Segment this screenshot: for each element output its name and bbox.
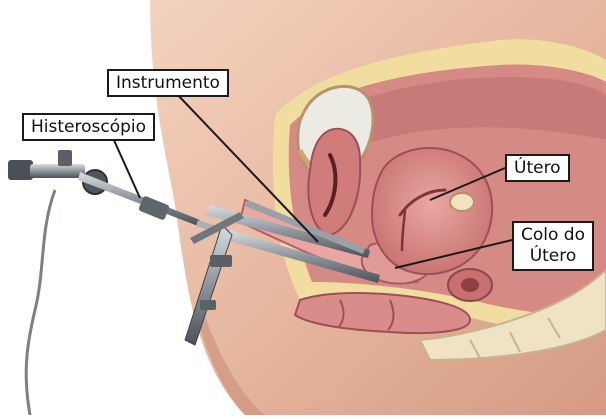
hysteroscope-cable — [26, 190, 55, 415]
label-instrumento-text: Instrumento — [116, 73, 220, 93]
uterus — [372, 148, 492, 274]
label-utero: Útero — [505, 154, 570, 182]
label-colo-line2: Útero — [521, 246, 585, 267]
label-utero-text: Útero — [514, 158, 561, 178]
ovary — [450, 193, 474, 211]
rectum-lumen — [461, 278, 479, 292]
label-histeroscopio-text: Histeroscópio — [31, 117, 146, 137]
label-colo-line1: Colo do — [521, 225, 585, 246]
label-instrumento: Instrumento — [107, 69, 229, 97]
label-colo-do-utero: Colo do Útero — [512, 221, 594, 271]
label-histeroscopio: Histeroscópio — [22, 113, 155, 141]
